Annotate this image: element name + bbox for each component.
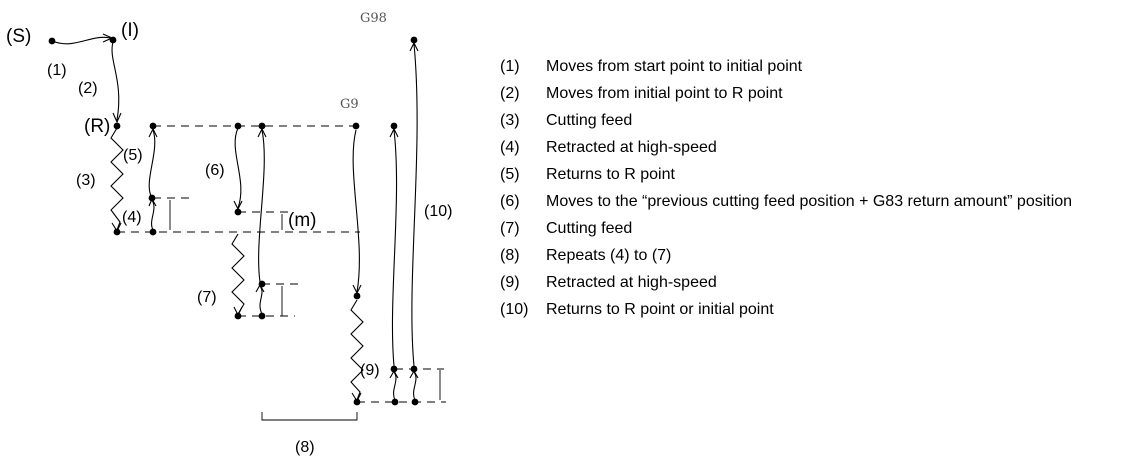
initial-point [109, 36, 117, 44]
point [390, 365, 398, 373]
repeat-bracket [261, 412, 358, 421]
step-4-label: (4) [122, 209, 142, 226]
step-8-label: (8) [295, 439, 315, 456]
legend-item: (3) Cutting feed [500, 110, 1110, 131]
point [148, 194, 156, 202]
reference-lines [117, 125, 446, 403]
arrowhead [148, 127, 158, 138]
legend-number: (8) [500, 247, 520, 264]
move-initial-to-r [111, 41, 120, 121]
r-point [113, 122, 121, 130]
point [258, 280, 266, 288]
initial-label: (I) [121, 20, 139, 41]
start-point [48, 37, 56, 45]
return-to-initial-final [411, 43, 418, 367]
point [234, 208, 242, 216]
point [258, 122, 266, 130]
cutting-feed-2 [231, 233, 245, 315]
legend-number: (5) [500, 166, 520, 183]
return-to-r-1 [148, 129, 156, 197]
arrowhead [112, 112, 122, 124]
step-10-label: (10) [424, 203, 452, 220]
step-6-label: (6) [205, 162, 225, 179]
legend-text: Moves to the “previous cutting feed posi… [546, 193, 1073, 210]
legend-text: Returns to R point or initial point [546, 301, 774, 318]
point [352, 122, 360, 130]
point [258, 312, 266, 320]
point [410, 36, 418, 44]
step-1-label: (1) [47, 62, 67, 79]
step-7-label: (7) [197, 289, 217, 306]
legend-text: Cutting feed [546, 220, 633, 237]
legend: (1) Moves from start point to initial poi… [500, 56, 1110, 326]
legend-text: Cutting feed [546, 112, 633, 129]
legend-text: Repeats (4) to (7) [546, 247, 672, 264]
return-to-r-final [391, 129, 398, 367]
legend-number: (10) [500, 301, 529, 318]
cutting-feed-1 [110, 127, 124, 231]
g83-cycle-diagram: (S) (I) (R) (m) G98 G9 (1) (2) (3) (4) (… [6, 11, 452, 456]
point [149, 228, 157, 236]
legend-text: Returns to R point [546, 166, 675, 183]
legend-text: Retracted at high-speed [546, 139, 717, 156]
retract-1 [151, 199, 155, 231]
point [149, 122, 157, 130]
point [411, 398, 419, 406]
legend-text: Moves from initial point to R point [546, 85, 783, 102]
move-to-previous-position [234, 127, 242, 209]
g99-label: G9 [340, 97, 359, 112]
legend-number: (9) [500, 274, 520, 291]
legend-number: (6) [500, 193, 520, 210]
r-label: (R) [84, 116, 110, 137]
legend-item: (7) Cutting feed [500, 218, 1110, 239]
legend-number: (1) [500, 58, 520, 75]
legend-number: (7) [500, 220, 520, 237]
step-5-label: (5) [123, 147, 143, 164]
point [234, 122, 242, 130]
arrowhead [233, 200, 243, 211]
legend-number: (2) [500, 85, 520, 102]
step-9-label: (9) [360, 362, 380, 379]
cutting-feed-final [350, 299, 364, 401]
point [353, 398, 361, 406]
legend-item: (4) Retracted at high-speed [500, 137, 1110, 158]
legend-item: (8) Repeats (4) to (7) [500, 245, 1110, 266]
retract-final-1 [393, 371, 397, 401]
legend-item: (5) Returns to R point [500, 164, 1110, 185]
step-3-label: (3) [76, 172, 96, 189]
legend-text: Retracted at high-speed [546, 274, 717, 291]
point [391, 398, 399, 406]
legend-item: (2) Moves from initial point to R point [500, 83, 1110, 104]
return-to-r-2 [258, 129, 265, 283]
legend-item: (10) Returns to R point or initial point [500, 299, 1110, 320]
g98-label: G98 [360, 11, 387, 26]
point [410, 365, 418, 373]
point [353, 292, 361, 300]
step-2-label: (2) [78, 80, 98, 97]
retract-2 [259, 285, 263, 315]
legend-text: Moves from start point to initial point [546, 58, 803, 75]
move-start-to-initial [51, 36, 111, 45]
retract-final-2 [413, 371, 417, 401]
point [234, 312, 242, 320]
legend-number: (3) [500, 112, 520, 129]
legend-item: (1) Moves from start point to initial poi… [500, 56, 1110, 77]
m-label: (m) [288, 210, 316, 231]
move-down-last-cycle [352, 129, 360, 293]
point [113, 228, 121, 236]
legend-number: (4) [500, 139, 520, 156]
point [390, 122, 398, 130]
start-label: (S) [6, 26, 31, 47]
legend-item: (6) Moves to the “previous cutting feed p… [500, 191, 1110, 212]
legend-item: (9) Retracted at high-speed [500, 272, 1110, 293]
points [48, 36, 419, 406]
